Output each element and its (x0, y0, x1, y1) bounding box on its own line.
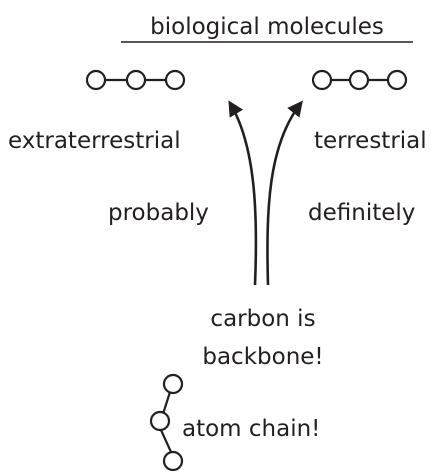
diagram-title: biological molecules (150, 14, 384, 40)
atom-node (162, 450, 184, 472)
right-molecule-chain (311, 69, 408, 91)
arrow-to-terrestrial (266, 100, 303, 286)
definitely-label: definitely (308, 200, 415, 226)
carbon-label-line2: backbone! (202, 344, 323, 370)
probably-label: probably (108, 200, 209, 226)
atom-node (162, 373, 184, 395)
atom-chain-label: atom chain! (182, 416, 320, 442)
atom-chain (149, 373, 184, 472)
molecule-node (125, 69, 147, 91)
atom-node (149, 410, 171, 432)
molecule-node (164, 69, 186, 91)
molecule-node (311, 69, 333, 91)
left-molecule-chain (85, 69, 186, 91)
molecule-node (386, 69, 408, 91)
chain-bond (159, 429, 173, 453)
molecule-node (348, 69, 370, 91)
extraterrestrial-label: extraterrestrial (8, 128, 181, 154)
terrestrial-label: terrestrial (314, 128, 427, 154)
carbon-label-line1: carbon is (210, 306, 315, 332)
molecule-node (85, 69, 107, 91)
chain-bond (161, 391, 172, 415)
arrow-to-extraterrestrial (228, 100, 258, 286)
